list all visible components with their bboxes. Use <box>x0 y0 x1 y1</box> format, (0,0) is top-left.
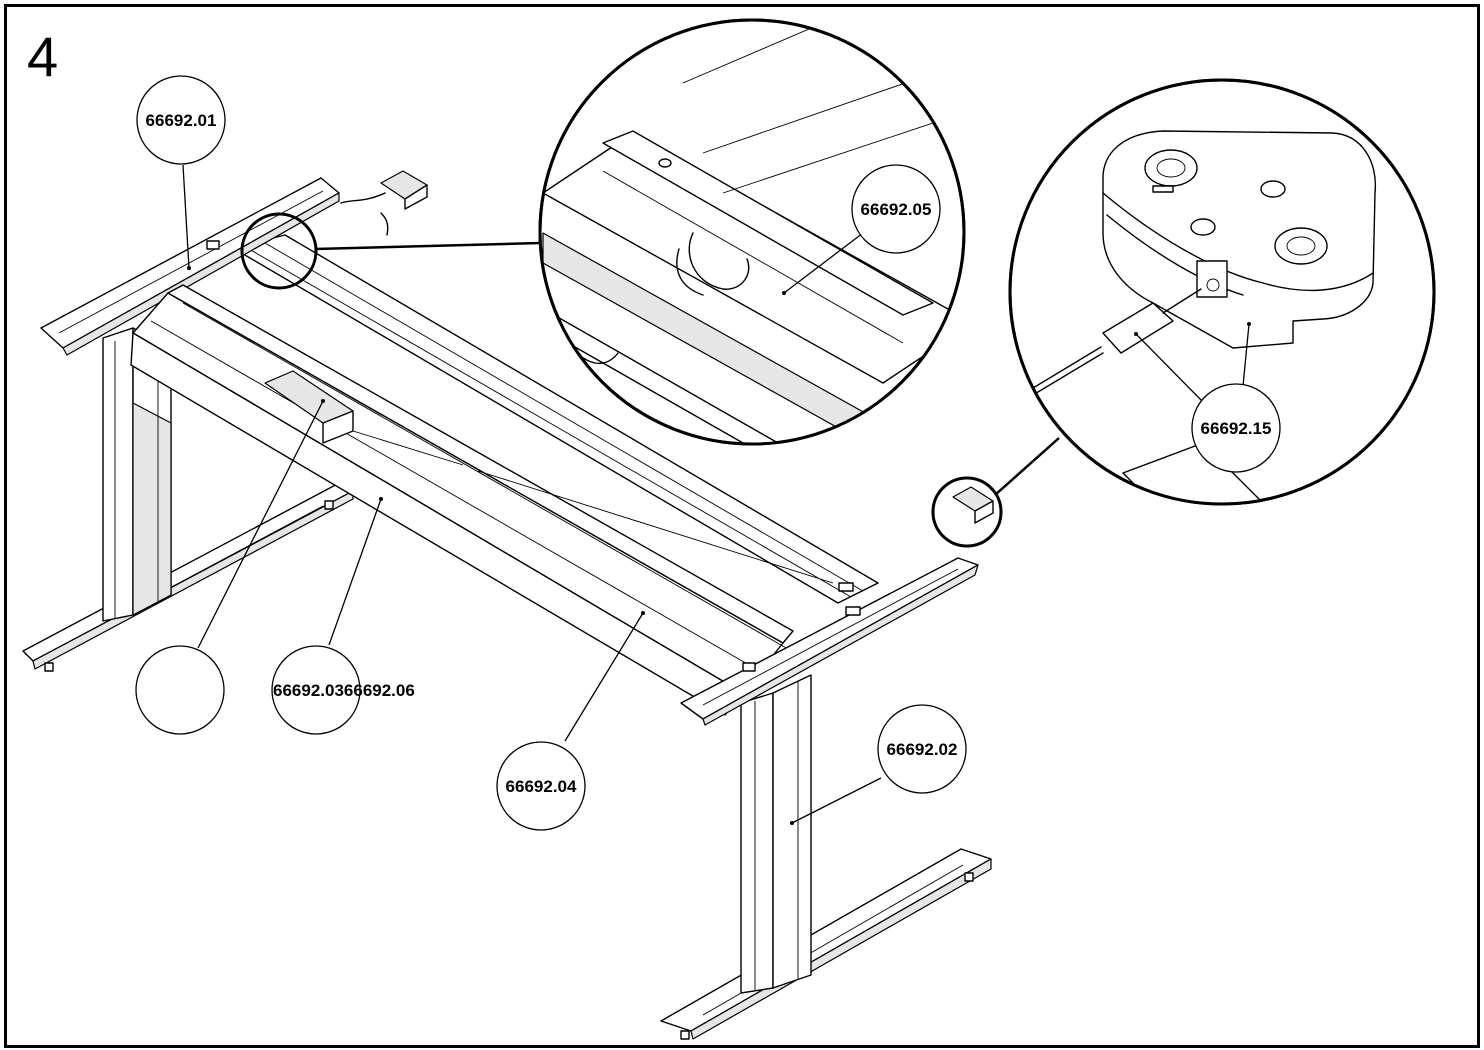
assembly-drawing: 66692.01 66692.0366692.06 66692.04 66692… <box>22 18 1436 1040</box>
callout-empty <box>135 645 225 735</box>
callout-bubble <box>496 741 586 831</box>
callout-bubble <box>1191 383 1281 473</box>
detail-marker-right <box>931 476 1003 548</box>
right-top-bracket <box>680 557 979 726</box>
callout-bubble <box>136 75 226 165</box>
right-foot <box>660 848 992 1040</box>
callout-bubble <box>851 164 941 254</box>
callout-66692-15: 66692.15 <box>1191 383 1281 473</box>
zoom-detail-cable <box>538 18 966 446</box>
left-foot <box>22 480 354 672</box>
callout-label: 66692.04 <box>506 777 577 796</box>
callout-leaders <box>182 164 1250 824</box>
step-number: 4 <box>27 25 59 88</box>
detail-markers <box>240 212 1060 548</box>
callout-label: 66692.01 <box>146 111 217 130</box>
callout-bubble <box>877 704 967 794</box>
callout-66692-01: 66692.01 <box>136 75 226 165</box>
zoom-detail-handset <box>1008 78 1436 506</box>
callout-label: 66692.02 <box>887 740 958 759</box>
callout-66692-03-06: 66692.0366692.06 <box>271 645 415 735</box>
handset-cable <box>340 170 428 236</box>
callout-66692-04: 66692.04 <box>496 741 586 831</box>
right-handset <box>952 486 994 524</box>
callout-66692-02: 66692.02 <box>877 704 967 794</box>
callout-label: 66692.15 <box>1201 419 1272 438</box>
callout-label: 66692.05 <box>861 200 932 219</box>
callout-bubble <box>135 645 225 735</box>
crossbar-beam <box>130 284 834 716</box>
diagram-frame: 4 <box>4 4 1480 1048</box>
detail-marker-left <box>240 212 318 290</box>
desk-frame <box>22 170 994 1040</box>
callout-label: 66692.0366692.06 <box>273 681 415 700</box>
callout-66692-05: 66692.05 <box>851 164 941 254</box>
left-top-bracket <box>40 177 340 356</box>
right-leg <box>740 674 812 994</box>
callout-bubble <box>271 645 361 735</box>
left-leg <box>102 327 172 622</box>
